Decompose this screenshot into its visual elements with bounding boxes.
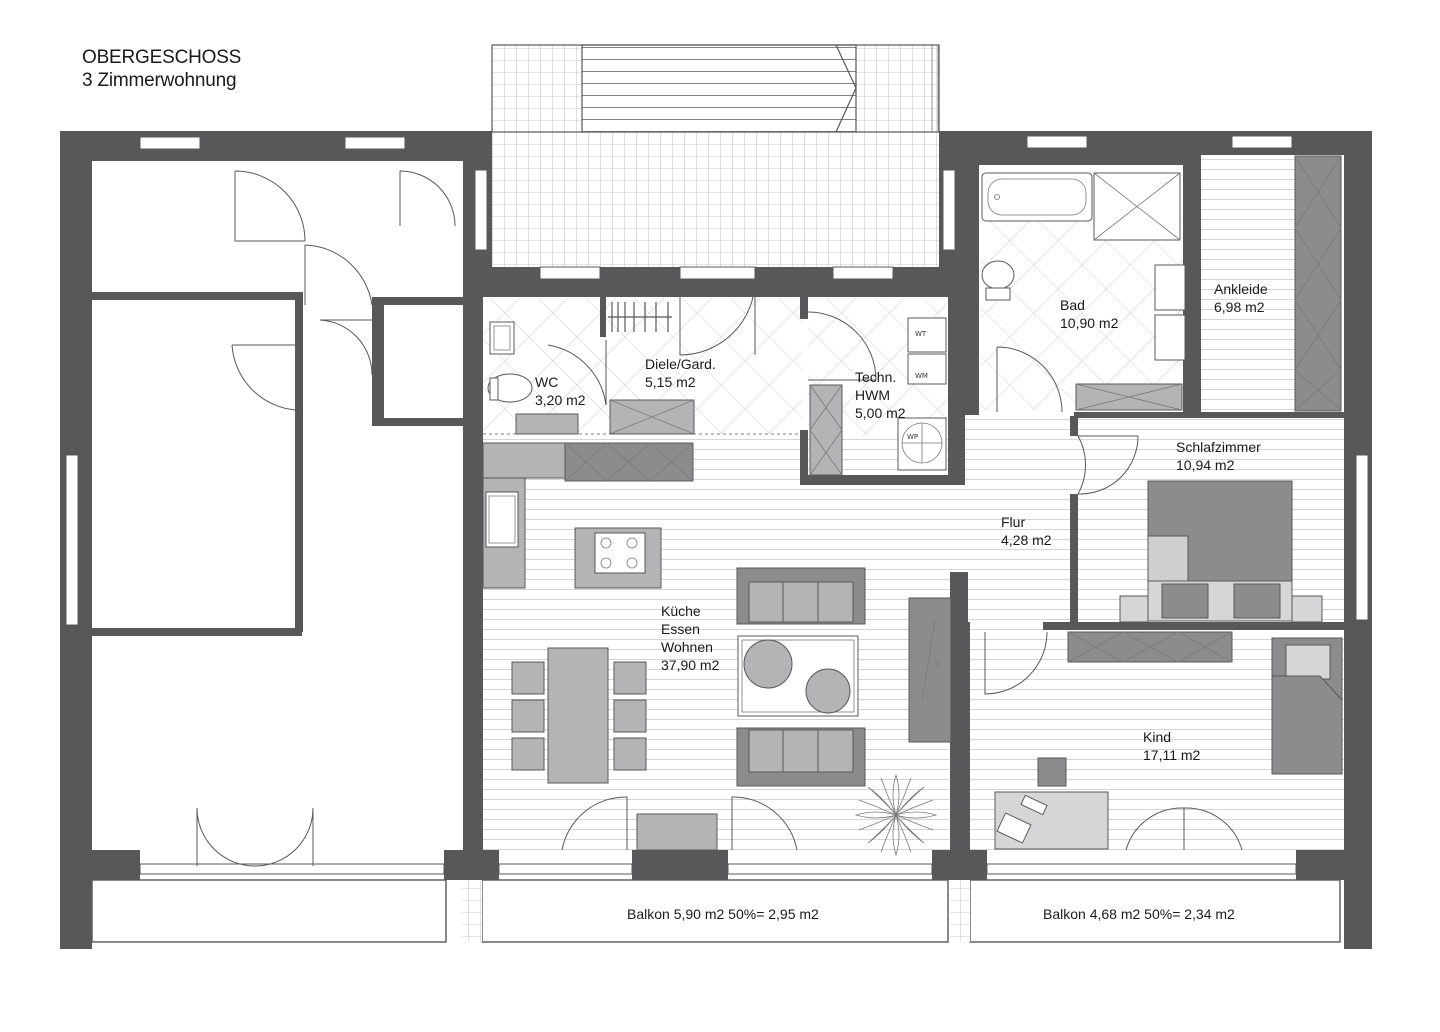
room-label-techn: Techn. HWM 5,00 m2	[855, 369, 906, 421]
plan-title: OBERGESCHOSS 3 Zimmerwohnung	[82, 46, 241, 92]
wc-fixtures	[487, 321, 579, 435]
plan-title-floor: OBERGESCHOSS	[82, 47, 242, 68]
room-label-wc: WC 3,20 m2	[535, 374, 586, 408]
kid-room-furniture	[994, 637, 1343, 850]
bathroom-fixtures	[981, 172, 1186, 411]
svg-text:WM: WM	[915, 372, 928, 380]
room-label-diele: Diele/Gard. 5,15 m2	[645, 356, 716, 390]
room-label-balkon-wohnen: Balkon 5,90 m2 50%= 2,95 m2	[627, 906, 819, 922]
room-label-balkon-kind: Balkon 4,68 m2 50%= 2,34 m2	[1043, 906, 1235, 922]
room-label-wohnen: Küche Essen Wohnen 37,90 m2	[661, 603, 720, 673]
wardrobe-ankleide	[1294, 155, 1342, 412]
windows	[65, 135, 1369, 875]
bedroom-furniture	[1067, 480, 1323, 663]
plan-title-unit: 3 Zimmerwohnung	[82, 70, 237, 91]
kitchen	[482, 442, 694, 589]
room-label-bad: Bad 10,90 m2	[1060, 297, 1119, 331]
svg-text:WP: WP	[907, 433, 918, 441]
room-label-ankleide: Ankleide 6,98 m2	[1214, 281, 1268, 315]
techn-fixtures: WT WM WP	[809, 317, 947, 476]
living-furniture	[636, 567, 952, 857]
room-label-kind: Kind 17,11 m2	[1143, 729, 1201, 763]
room-label-flur: Flur 4,28 m2	[1001, 514, 1052, 548]
plant-icon	[854, 773, 938, 857]
doors	[196, 170, 1243, 867]
stairwell	[491, 44, 940, 133]
diele-fixtures	[483, 302, 800, 435]
svg-text:WT: WT	[915, 330, 927, 338]
dining-table	[511, 647, 647, 784]
room-label-schlafzimmer: Schlafzimmer 10,94 m2	[1176, 439, 1261, 473]
